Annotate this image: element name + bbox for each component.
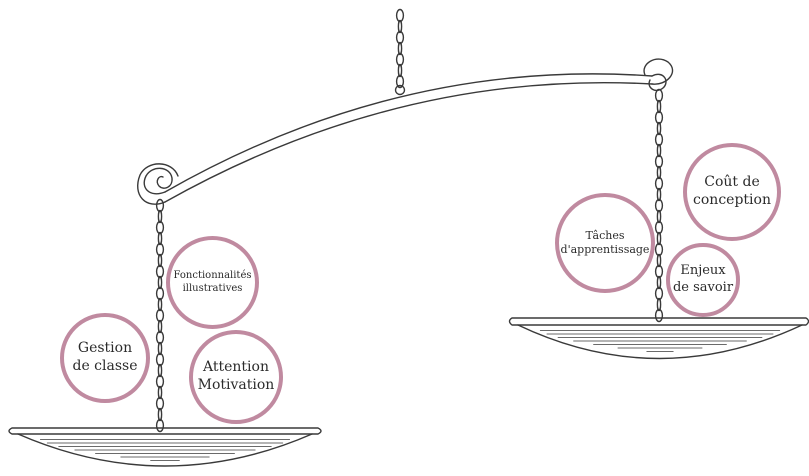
chain-link	[398, 21, 401, 33]
bubble-fonctionnalites-illustratives: Fonctionnalités illustratives	[166, 236, 259, 329]
bubble-text-line: Tâches	[586, 229, 625, 243]
chain-link	[656, 266, 663, 278]
chain-link	[157, 354, 164, 366]
chain-link	[657, 145, 660, 157]
chain-link	[657, 233, 660, 245]
chain-link	[656, 134, 663, 146]
bubble-text-line: conception	[693, 192, 771, 210]
chain-link	[657, 101, 660, 113]
bubble-enjeux-de-savoir: Enjeux de savoir	[666, 243, 740, 317]
bubble-attention-motivation: Attention Motivation	[189, 330, 283, 424]
chain-link	[656, 178, 663, 190]
chain-link	[657, 299, 660, 311]
chain-link	[157, 332, 164, 344]
bubble-text-line: de classe	[72, 358, 137, 376]
chain-link	[157, 200, 164, 212]
chain-link	[157, 222, 164, 234]
chain-link	[656, 156, 663, 168]
bubble-text-line: Attention	[203, 359, 269, 377]
chain-link	[657, 123, 660, 135]
chain-link	[397, 54, 404, 66]
chain-link	[398, 65, 401, 77]
chain-link	[656, 200, 663, 212]
chain-link	[157, 244, 164, 256]
chain-link	[157, 420, 164, 432]
bubble-text-line: Gestion	[78, 340, 132, 358]
chain-link	[656, 310, 663, 322]
chain-link	[158, 343, 161, 355]
bubble-text-line: Enjeux	[680, 263, 725, 280]
top-hanging-chain	[397, 10, 404, 88]
chain-link	[158, 255, 161, 267]
chain-link	[158, 299, 161, 311]
chain-link	[158, 233, 161, 245]
chain-link	[158, 277, 161, 289]
bubble-text-line: Motivation	[198, 377, 275, 395]
chain-link	[157, 310, 164, 322]
chain-link	[398, 43, 401, 55]
chain-link	[656, 90, 663, 102]
chain-link	[158, 409, 161, 421]
chain-link	[158, 211, 161, 223]
balance-beam	[138, 59, 673, 204]
chain-link	[157, 288, 164, 300]
bubble-text-line: Fonctionnalités	[174, 270, 252, 283]
bubble-cout-de-conception: Coût de conception	[683, 143, 781, 241]
chain-link	[657, 211, 660, 223]
chain-link	[158, 365, 161, 377]
chain-link	[657, 189, 660, 201]
chain-link	[656, 288, 663, 300]
left-pan-chain	[157, 200, 164, 432]
left-scale-pan	[9, 428, 321, 466]
bubble-text-line: Coût de	[704, 174, 759, 192]
right-pan-chain	[656, 90, 663, 322]
right-scale-pan	[510, 318, 809, 359]
bubble-text-line: d'apprentissage	[561, 243, 650, 257]
bubble-gestion-de-classe: Gestion de classe	[60, 313, 150, 403]
chain-link	[157, 376, 164, 388]
chain-link	[158, 387, 161, 399]
bubble-text-line: de savoir	[673, 280, 733, 297]
chain-link	[157, 398, 164, 410]
chain-link	[157, 266, 164, 278]
chain-link	[397, 32, 404, 44]
chain-link	[158, 321, 161, 333]
chain-link	[656, 222, 663, 234]
chain-link	[657, 167, 660, 179]
bubble-taches-d-apprentissage: Tâches d'apprentissage	[555, 193, 655, 293]
chain-link	[397, 10, 404, 22]
chain-link	[657, 255, 660, 267]
chain-link	[656, 112, 663, 124]
chain-link	[657, 277, 660, 289]
chain-link	[656, 244, 663, 256]
bubble-text-line: illustratives	[183, 283, 243, 296]
